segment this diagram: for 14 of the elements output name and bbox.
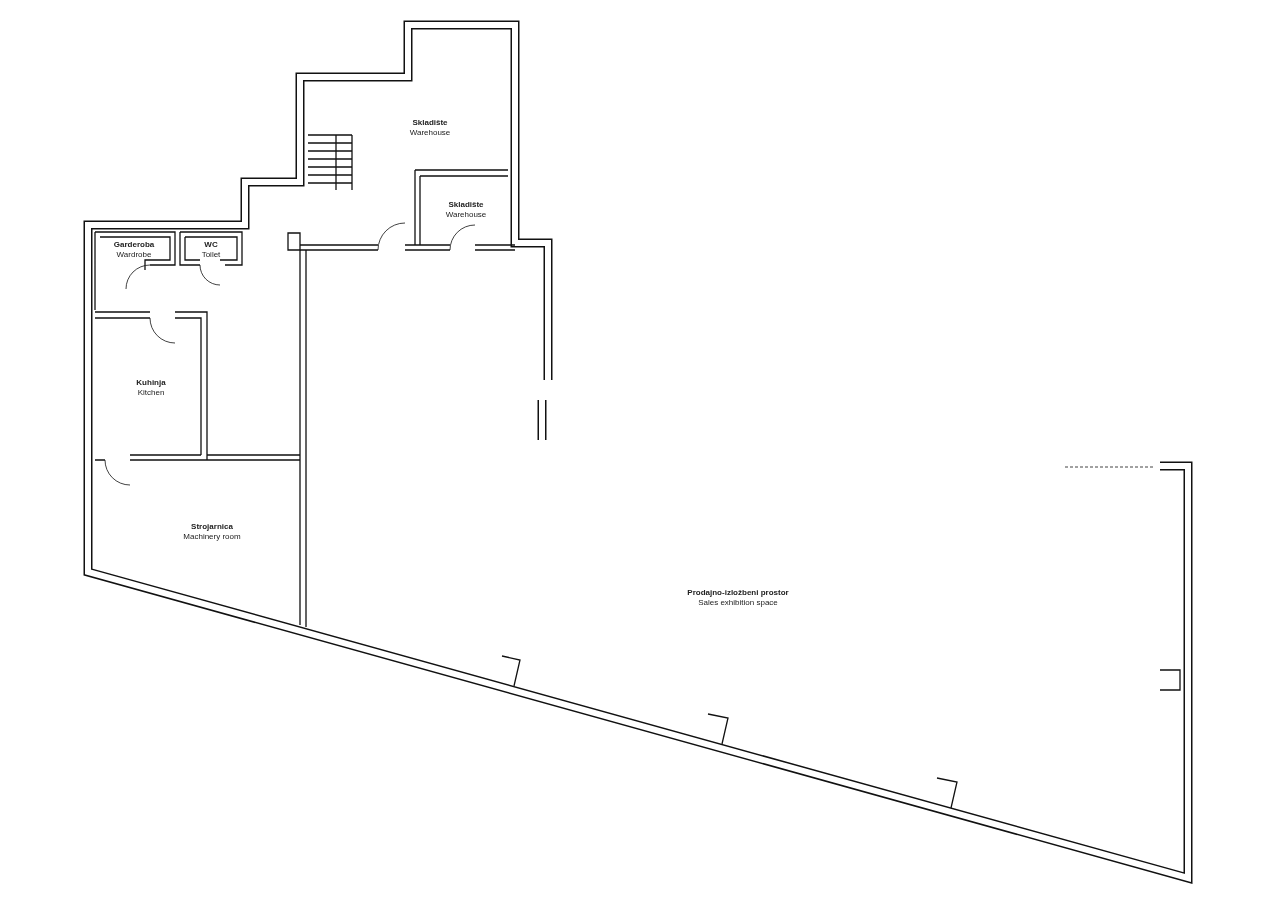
room-name-translation: Toilet [201, 250, 221, 260]
room-name: Skladište [411, 118, 449, 128]
room-name: Skladište [447, 200, 485, 210]
room-name: Kuhinja [136, 378, 166, 388]
room-name: Prodajno-izložbeni prostor [687, 588, 789, 598]
room-name: Strojarnica [190, 522, 234, 532]
room-name-translation: Kitchen [136, 388, 166, 398]
room-name-translation: Machinery room [183, 532, 241, 542]
room-name-translation: Sales exhibition space [697, 598, 779, 608]
room-name-translation: Warehouse [445, 210, 487, 220]
room-name-translation: Wardrobe [115, 250, 153, 260]
room-name: Garderoba [113, 240, 155, 250]
room-name: WC [203, 240, 219, 250]
room-name-translation: Warehouse [409, 128, 451, 138]
